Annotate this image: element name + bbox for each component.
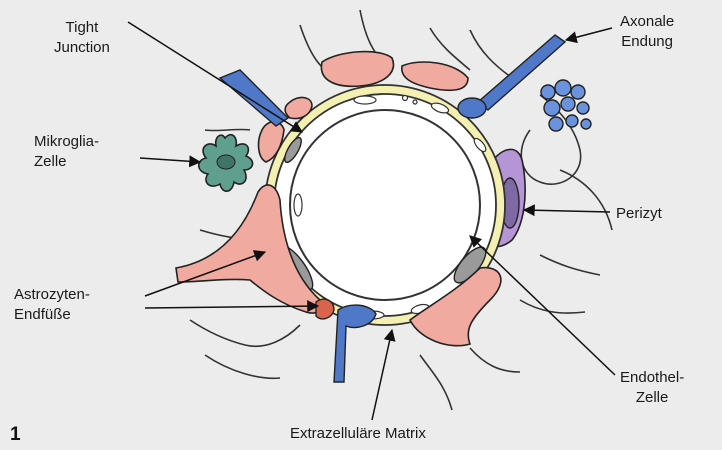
label-tight-junction: Tight Junction bbox=[54, 18, 110, 58]
arrow-astrozyten-2 bbox=[145, 306, 318, 308]
arrow-perizyt bbox=[524, 210, 610, 212]
label-extrazellulaere-matrix: Extrazelluläre Matrix bbox=[290, 424, 426, 444]
figure-number: 1 bbox=[10, 424, 21, 446]
label-perizyt: Perizyt bbox=[616, 204, 662, 224]
label-endothel-zelle: Endothel- Zelle bbox=[620, 368, 684, 408]
vessel-lumen bbox=[290, 110, 480, 300]
label-axonale-endung: Axonale Endung bbox=[620, 12, 674, 52]
astrocyte-endfoot-dark bbox=[316, 299, 334, 319]
microglia-cell bbox=[199, 135, 253, 192]
arrow-matrix bbox=[372, 330, 392, 420]
arrow-tight-junction bbox=[128, 22, 302, 132]
arrow-axonale bbox=[566, 28, 612, 40]
label-mikroglia-zelle: Mikroglia- Zelle bbox=[34, 132, 99, 172]
label-astrozyten-endfuesse: Astrozyten- Endfüße bbox=[14, 285, 90, 325]
arrow-mikroglia bbox=[140, 158, 200, 162]
